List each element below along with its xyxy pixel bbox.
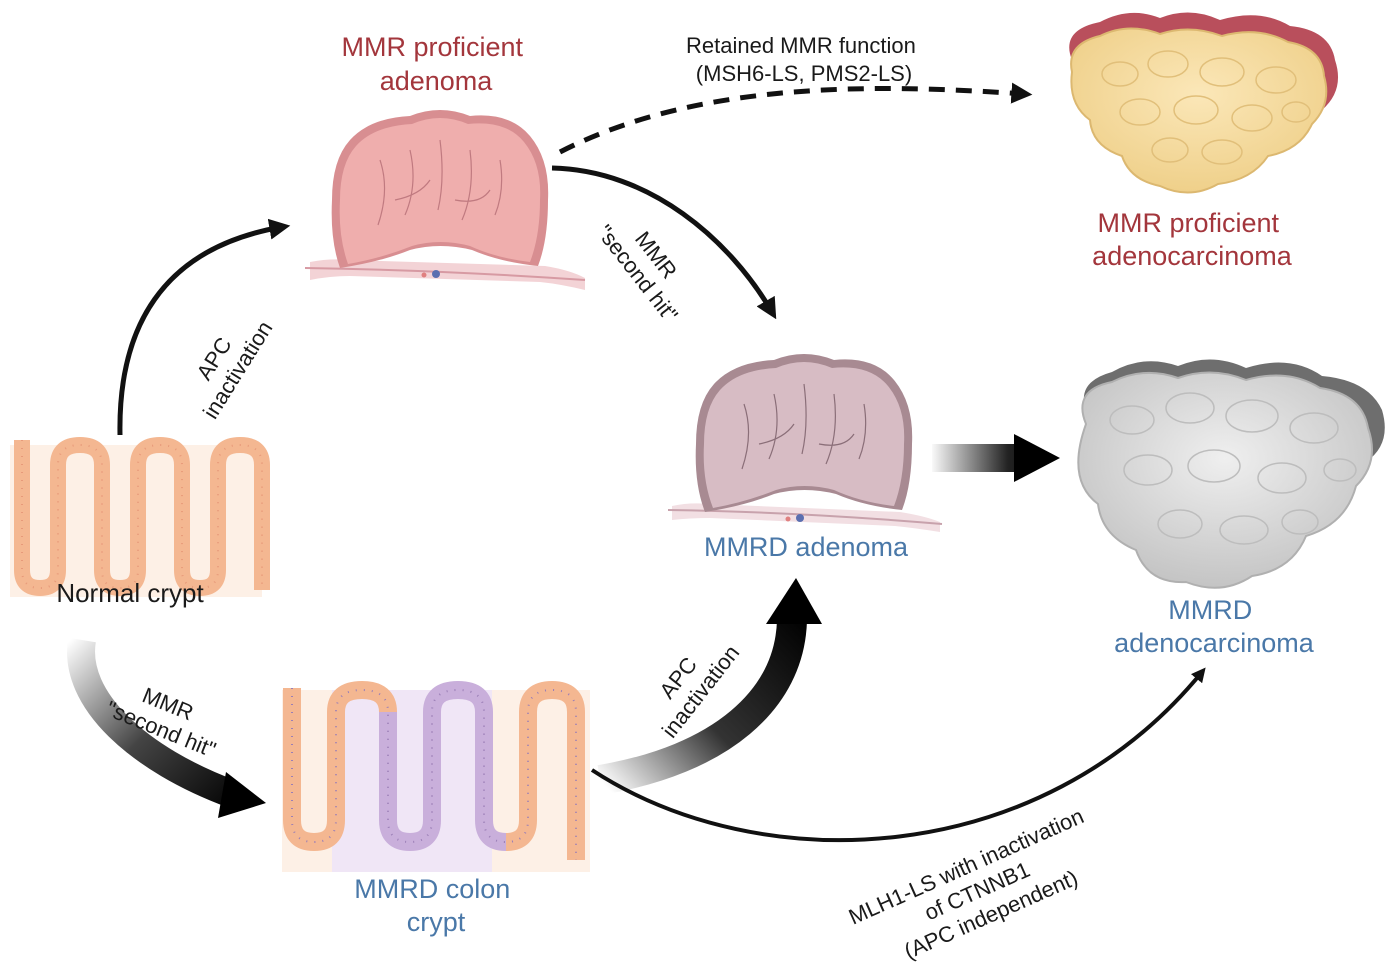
- mmrd-crypt-illustration: [282, 680, 590, 872]
- arrow-mmr-second-hit-bottom-head: [218, 772, 266, 818]
- arrow-mmr-second-hit-top: [551, 165, 777, 320]
- label-retained-mmr-line1: Retained MMR function: [686, 33, 916, 58]
- mmrd-carcinoma-illustration: [1077, 359, 1385, 589]
- label-mmr-proficient-adenoma-line2: adenoma: [380, 66, 494, 96]
- proficient-adenoma-illustration: [304, 110, 586, 290]
- label-mmr-proficient-adenocarcinoma: MMR proficient adenocarcinoma: [1092, 208, 1293, 271]
- label-mmrd-colon-crypt-line2: crypt: [407, 907, 466, 937]
- arrow-apc-inactivation-bottom-head: [766, 578, 822, 624]
- arrow-apc-inactivation-top: [117, 218, 291, 436]
- label-mmrd-colon-crypt: MMRD colon crypt: [354, 874, 518, 937]
- label-mmr-proficient-adenocarcinoma-line1: MMR proficient: [1097, 208, 1279, 238]
- label-mmrd-adenocarcinoma-line2: adenocarcinoma: [1114, 628, 1315, 658]
- normal-crypt-illustration: [10, 436, 270, 597]
- label-normal-crypt: Normal crypt: [56, 578, 204, 608]
- label-mmrd-adenoma: MMRD adenoma: [704, 532, 909, 562]
- label-mmrd-adenocarcinoma-line1: MMRD: [1168, 595, 1252, 625]
- label-mmr-proficient-adenoma-line1: MMR proficient: [341, 32, 523, 62]
- label-mlh1-ls: MLH1-LS with inactivation of CTNNB1 (APC…: [845, 801, 1115, 972]
- label-mmr-proficient-adenoma: MMR proficient adenoma: [341, 32, 530, 96]
- label-mmr-proficient-adenocarcinoma-line2: adenocarcinoma: [1092, 241, 1293, 271]
- label-mmr-second-hit-top: MMR "second hit": [592, 204, 704, 327]
- arrow-adenoma-to-carcinoma-head: [1014, 434, 1060, 482]
- arrow-apc-inactivation-bottom: [597, 619, 807, 795]
- label-apc-inactivation-top: APC inactivation: [176, 303, 278, 423]
- arrow-retained-mmr-dashed: [558, 82, 1033, 155]
- label-retained-mmr-function: Retained MMR function (MSH6-LS, PMS2-LS): [686, 33, 922, 86]
- label-mmrd-adenocarcinoma: MMRD adenocarcinoma: [1114, 595, 1315, 658]
- arrow-mlh1-ls: [590, 667, 1206, 842]
- label-retained-mmr-line2: (MSH6-LS, PMS2-LS): [696, 61, 912, 86]
- label-mmrd-colon-crypt-line1: MMRD colon: [354, 874, 510, 904]
- proficient-carcinoma-illustration: [1069, 12, 1339, 194]
- arrow-mmr-second-hit-bottom: [67, 637, 237, 808]
- mmrd-adenoma-illustration: [667, 354, 943, 532]
